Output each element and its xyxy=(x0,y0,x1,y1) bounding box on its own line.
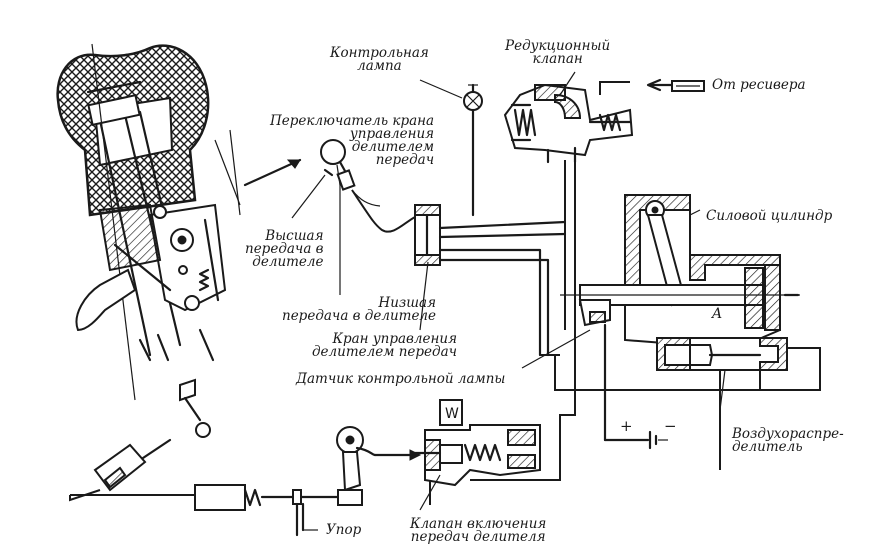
label-reducing-valve: Редукционный клапан xyxy=(505,38,611,67)
label-engage-valve: Клапан включения передач делителя xyxy=(410,516,547,545)
label-stop: Упор xyxy=(326,522,362,538)
reducing-spring xyxy=(513,108,537,137)
shift-bracket xyxy=(148,203,227,312)
selector-switch xyxy=(320,139,423,233)
lamp-sensor-circuit xyxy=(603,323,668,450)
lever-handle-lower xyxy=(75,268,137,332)
label-lamp-sensor: Датчик контрольной лампы xyxy=(296,371,506,387)
label-chamber-a: A xyxy=(712,306,723,322)
label-low-gear: Низшая передача в делителе xyxy=(282,295,437,324)
pedal-lever xyxy=(179,378,196,402)
label-selector-switch: Переключатель крана управления делителем… xyxy=(270,113,435,168)
control-lamp-symbol xyxy=(463,83,483,217)
engage-spring xyxy=(463,443,502,462)
label-power-cylinder: Силовой цилиндр xyxy=(706,208,833,224)
divider-control-valve xyxy=(414,204,567,357)
label-plus: + xyxy=(620,417,633,435)
detent-spring xyxy=(198,268,210,292)
power-cylinder xyxy=(560,194,800,346)
air-distributor-valve xyxy=(470,330,821,481)
label-air-distributor: Воздухораспре- делитель xyxy=(732,426,844,455)
piston xyxy=(744,267,764,329)
distributor-spool xyxy=(689,344,714,366)
label-control-valve: Кран управления делителем передач xyxy=(312,331,458,360)
reducing-valve xyxy=(503,81,634,330)
booster-body xyxy=(194,484,246,511)
divider-engage-valve: W xyxy=(373,399,541,505)
label-from-receiver: От ресивера xyxy=(712,77,806,93)
label-control-lamp: Контрольная лампа xyxy=(330,45,429,74)
air-inlet-arrow xyxy=(646,78,705,92)
label-minus: − xyxy=(664,417,677,435)
gear-lever-assembly xyxy=(56,43,302,401)
label-high-gear: Высшая передача в делителе xyxy=(245,228,324,270)
clutch-pedal-linkage xyxy=(69,378,377,537)
switch-cable xyxy=(351,189,423,233)
leader-lines xyxy=(291,71,726,511)
lever-arm xyxy=(341,451,362,492)
pivot-bolt-upper xyxy=(153,205,167,219)
svg-text:W: W xyxy=(445,406,459,422)
